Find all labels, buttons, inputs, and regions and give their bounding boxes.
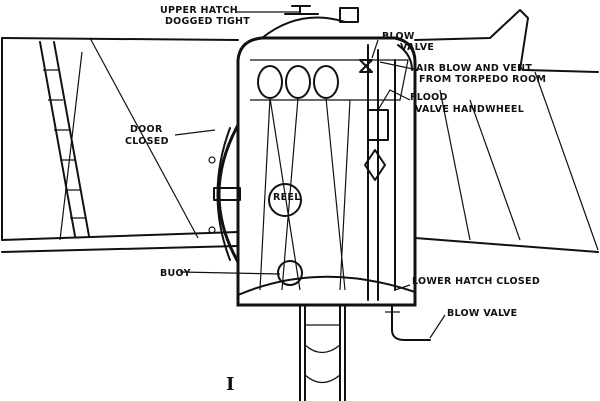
label-air-blow: AIR BLOW AND VENT: [416, 63, 532, 74]
escape-trunk: [236, 5, 417, 307]
side-door: [208, 124, 241, 263]
leader-lines: [174, 11, 446, 339]
hull-structure: [1, 9, 599, 253]
label-door: DOOR: [130, 124, 163, 135]
label-blow-valve-top: BLOW: [382, 31, 415, 42]
label-blow-valve-bottom: BLOW VALVE: [447, 308, 517, 319]
label-reel: REEL: [273, 192, 301, 203]
figure-number: I: [226, 374, 234, 395]
label-upper-hatch: UPPER HATCH: [160, 5, 238, 16]
label-buoy: BUOY: [160, 268, 191, 279]
label-lower-hatch: LOWER HATCH CLOSED: [412, 276, 540, 287]
buoy-sphere: [277, 260, 303, 286]
label-blow-valve-top-line2: VALVE: [400, 42, 434, 53]
blow-valve-top: [359, 59, 373, 73]
label-flood: FLOOD: [410, 92, 448, 103]
label-door-line2: CLOSED: [125, 136, 169, 147]
label-air-blow-line2: FROM TORPEDO ROOM: [419, 74, 546, 85]
reel-drum: [268, 183, 302, 217]
label-flood-line2: VALVE HANDWHEEL: [415, 104, 524, 115]
label-upper-hatch-line2: DOGGED TIGHT: [165, 16, 250, 27]
deck-ladder: [39, 41, 90, 237]
upper-hatch-dog: [339, 7, 359, 23]
lower-ladder: [299, 304, 431, 401]
